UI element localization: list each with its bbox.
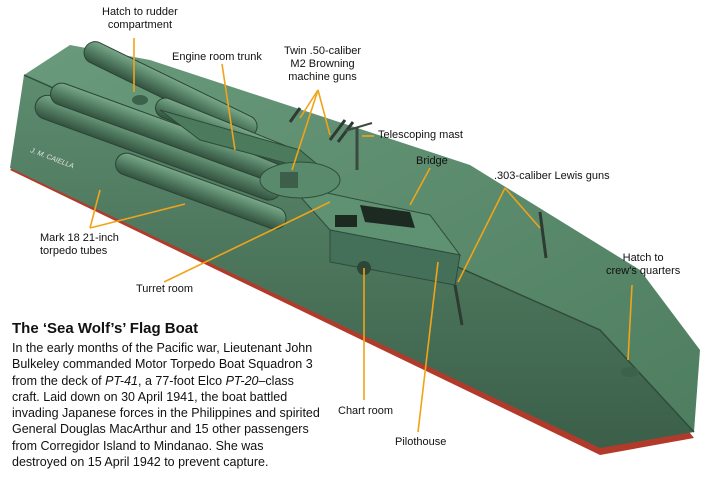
label-engine-trunk: Engine room trunk (172, 51, 262, 63)
label-bridge: Bridge (416, 155, 448, 167)
label-pilothouse: Pilothouse (395, 436, 447, 448)
label-line: M2 Browning (290, 58, 355, 70)
label-line: torpedo tubes (40, 245, 108, 257)
label-torpedo-tubes: Mark 18 21-inch torpedo tubes (40, 232, 119, 258)
caption-line: invading Japanese forces in the Philippi… (12, 406, 320, 421)
label-line: crew's quarters (606, 265, 681, 277)
caption-line: General Douglas MacArthur and 15 other p… (12, 422, 309, 437)
machine-guns (288, 107, 355, 143)
caption-title: The ‘Sea Wolf’s’ Flag Boat (12, 320, 199, 337)
caption-line: craft. Laid down on 30 April 1941, the b… (12, 389, 288, 404)
caption-line: from Corregidor Island to Mindanao. She … (12, 438, 264, 453)
label-telescoping-mast: Telescoping mast (378, 129, 463, 141)
mast-yard (344, 122, 373, 132)
label-line: Twin .50-caliber (284, 45, 362, 57)
label-line: machine guns (288, 71, 357, 83)
caption-line: In the early months of the Pacific war, … (12, 341, 313, 355)
label-line: Hatch to (622, 252, 664, 264)
turret (259, 161, 341, 199)
caption-line: destroyed on 15 April 1942 to prevent ca… (12, 455, 269, 470)
bridge-structure (288, 184, 462, 286)
caption-line: Bulkeley commanded Motor Torpedo Boat Sq… (12, 357, 313, 372)
hatch-crew (621, 367, 639, 377)
label-machine-guns: Twin .50-caliber M2 Browning machine gun… (284, 45, 361, 84)
label-chart-room: Chart room (338, 405, 394, 417)
label-turret-room: Turret room (136, 283, 194, 295)
label-line: Hatch to rudder (102, 6, 178, 18)
caption-body: In the early months of the Pacific war, … (12, 340, 332, 470)
lewis-guns (453, 211, 548, 326)
callout-lines (89, 38, 633, 433)
label-hatch-rudder: Hatch to rudder compartment (102, 6, 178, 32)
hatch-rudder (132, 95, 148, 105)
caption-line: from the deck of PT-41, a 77-foot Elco P… (12, 373, 294, 388)
label-lewis-guns: .303-caliber Lewis guns (494, 170, 610, 182)
label-line: Mark 18 21-inch (40, 232, 119, 244)
label-hatch-crew: Hatch to crew's quarters (606, 252, 680, 278)
label-line: compartment (107, 19, 173, 31)
